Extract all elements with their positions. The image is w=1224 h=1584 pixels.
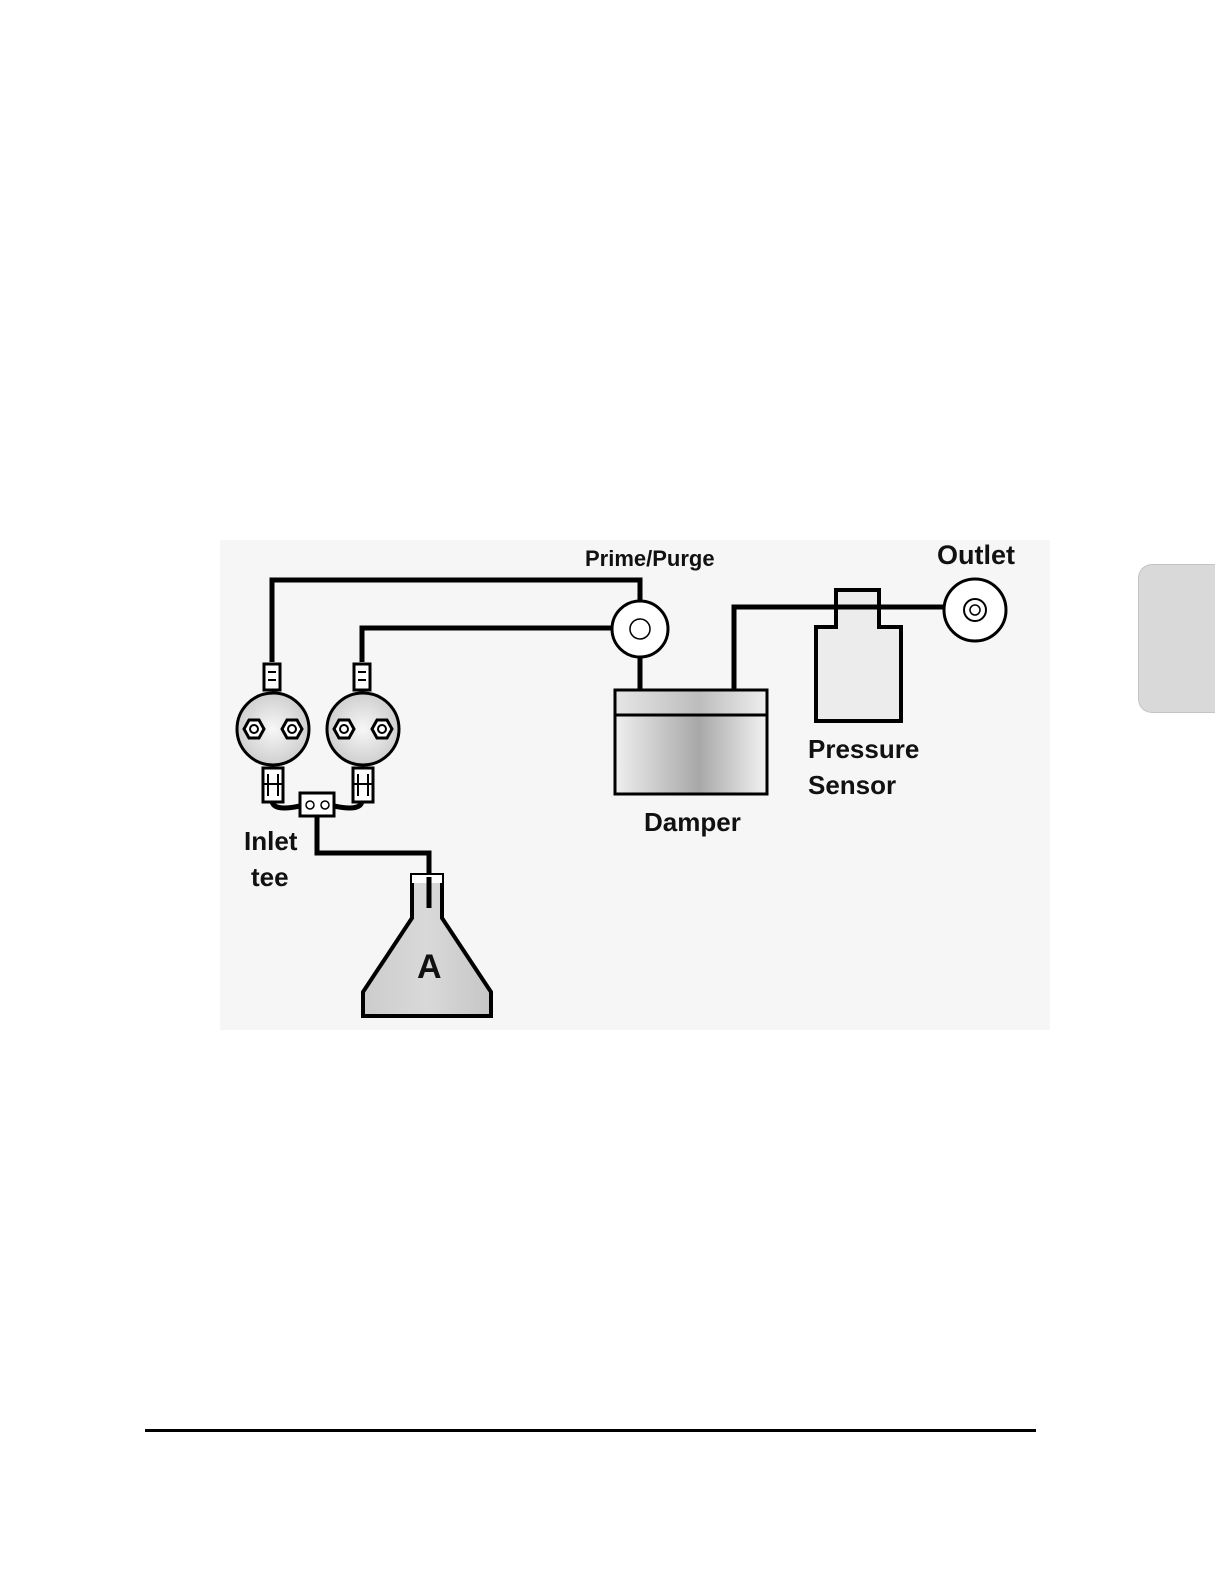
footer-rule <box>145 1429 1036 1432</box>
inlet-tee <box>300 793 334 816</box>
bolt-icon <box>244 720 264 738</box>
pressure-sensor-label-line2: Sensor <box>808 770 896 800</box>
prime-purge-valve <box>612 601 668 657</box>
reservoir-label: A <box>417 948 442 986</box>
bolt-icon <box>334 720 354 738</box>
damper-label: Damper <box>644 807 741 837</box>
bolt-icon <box>282 720 302 738</box>
outlet-label: Outlet <box>937 540 1015 570</box>
flow-path-diagram: Prime/Purge Outlet Pressure Sensor Dampe… <box>220 530 1050 1030</box>
pressure-sensor-label-line1: Pressure <box>808 734 919 764</box>
bolt-icon <box>372 720 392 738</box>
inlet-tee-label-line2: tee <box>251 862 289 892</box>
prime-purge-label: Prime/Purge <box>585 546 715 571</box>
damper <box>615 690 767 794</box>
section-tab <box>1138 564 1215 713</box>
inlet-tee-label-line1: Inlet <box>244 826 298 856</box>
outlet-port <box>944 579 1006 641</box>
